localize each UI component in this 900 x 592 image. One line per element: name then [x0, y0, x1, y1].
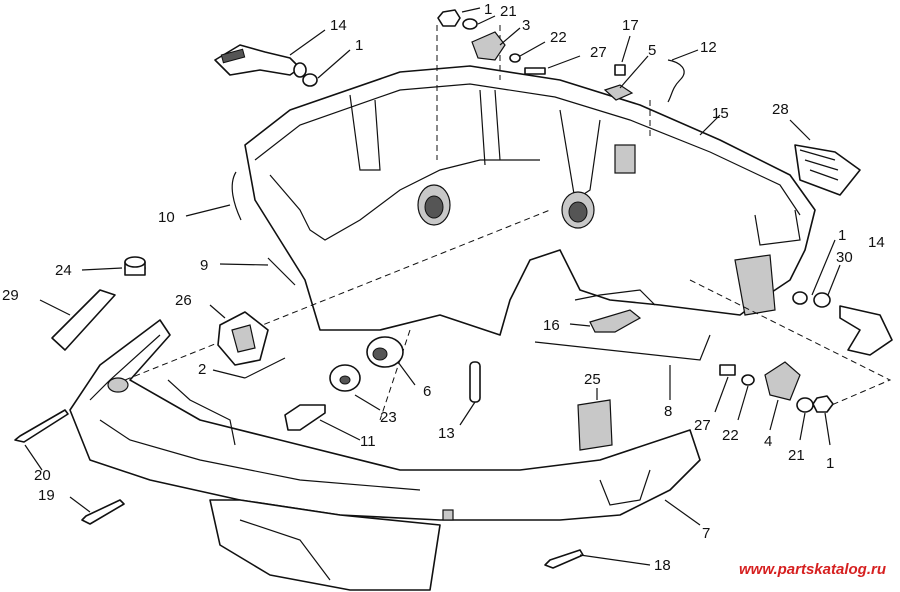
callout-20: 20: [34, 467, 51, 484]
bolt-part-20: [14, 409, 69, 443]
callout-26: 26: [175, 292, 192, 309]
callout-12: 12: [700, 39, 717, 56]
bracket-part-3: [471, 31, 506, 61]
callout-7: 7: [702, 525, 710, 542]
callout-16: 16: [543, 317, 560, 334]
callout-14: 14: [330, 17, 347, 34]
nut-part-1-top: [302, 73, 318, 87]
watermark-text: www.partskatalog.ru: [739, 561, 886, 578]
leader-lines: [24, 7, 841, 566]
washer-part-30: [813, 292, 831, 308]
screw-part-27-upper: [524, 67, 546, 75]
bracket-part-4: [764, 361, 801, 401]
clip-part-10: [231, 171, 242, 221]
grommet-part-26: [217, 311, 269, 366]
callout-19: 19: [38, 487, 55, 504]
callout-21: 21: [500, 3, 517, 20]
seal-part-28: [794, 144, 861, 196]
plug-part-23: [329, 364, 361, 392]
callout-24: 24: [55, 262, 72, 279]
washer-part-22-lower: [741, 374, 755, 386]
washer-part-1-right: [792, 291, 808, 305]
callout-15: 15: [712, 105, 729, 122]
handle-part-14-top: [214, 44, 307, 78]
callout-4: 4: [764, 433, 772, 450]
plug-part-6: [366, 336, 404, 368]
pad-part-25: [577, 399, 613, 451]
callout-1: 1: [826, 455, 834, 472]
wire-part-12: [667, 59, 685, 103]
alignment-line: [689, 279, 892, 411]
callout-30: 30: [836, 249, 853, 266]
callout-9: 9: [200, 257, 208, 274]
callout-2: 2: [198, 361, 206, 378]
lower-cowl-part-7: [69, 319, 701, 591]
callout-21: 21: [788, 447, 805, 464]
link-rod-part-8: [534, 334, 711, 361]
upper-cowl-part-15: [244, 65, 816, 336]
callout-27: 27: [590, 44, 607, 61]
handle-part-14-right: [839, 305, 893, 356]
callout-10: 10: [158, 209, 175, 226]
callout-14: 14: [868, 234, 885, 251]
callout-28: 28: [772, 101, 789, 118]
callout-11: 11: [360, 433, 376, 450]
nut-part-1-lower: [812, 395, 834, 413]
callout-29: 29: [2, 287, 19, 304]
grommet-part-24: [124, 256, 146, 276]
trim-strip-part-29: [51, 289, 116, 351]
bolt-part-19: [81, 499, 125, 525]
alignment-line: [379, 329, 411, 421]
screw-part-17: [614, 64, 626, 76]
callout-22: 22: [722, 427, 739, 444]
screw-part-2: [244, 357, 286, 379]
pad-part-16: [589, 309, 642, 333]
callout-27: 27: [694, 417, 711, 434]
callout-17: 17: [622, 17, 639, 34]
callout-6: 6: [423, 383, 431, 400]
callout-18: 18: [654, 557, 671, 574]
callout-1: 1: [484, 1, 492, 18]
callout-1: 1: [355, 37, 363, 54]
bolt-part-18: [544, 549, 584, 569]
callout-5: 5: [648, 42, 656, 59]
clip-part-9: [267, 257, 296, 286]
nut-part-1-upper: [437, 9, 461, 27]
callout-1: 1: [838, 227, 846, 244]
callout-13: 13: [438, 425, 455, 442]
washer-part-21-lower: [796, 397, 814, 413]
callout-3: 3: [522, 17, 530, 34]
clip-part-5: [603, 84, 634, 101]
tie-part-13: [469, 361, 481, 403]
callout-labels: 1 21 3 22 27 17 5 12 14 1 15 28 10 9 24 …: [2, 1, 885, 574]
washer-part-21-upper: [462, 18, 478, 30]
fitting-part-11: [284, 404, 326, 431]
screw-part-27-lower: [719, 364, 736, 376]
callout-23: 23: [380, 409, 397, 426]
alignment-line: [124, 209, 551, 381]
washer-part-22-upper: [509, 53, 521, 63]
callout-25: 25: [584, 371, 601, 388]
callout-22: 22: [550, 29, 567, 46]
callout-8: 8: [664, 403, 672, 420]
